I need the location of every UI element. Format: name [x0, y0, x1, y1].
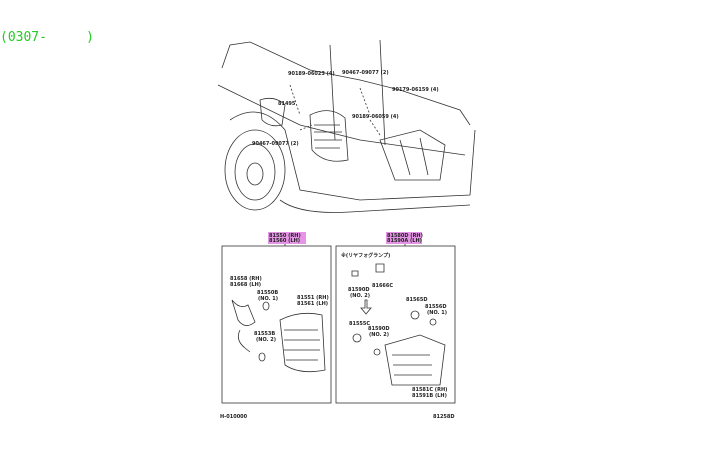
note-label: ※(リヤフォグランプ) [341, 253, 391, 259]
part-label[interactable]: 81591B (LH) [412, 393, 447, 399]
part-label[interactable]: 81590D [348, 287, 370, 293]
part-label[interactable]: (NO. 2) [369, 332, 390, 338]
part-label[interactable]: 81550B [257, 290, 279, 296]
part-label[interactable]: 81668 (LH) [230, 282, 262, 288]
part-label[interactable]: 90467-09077 (2) [342, 70, 389, 76]
part-label[interactable]: 90179-06159 (4) [392, 87, 439, 93]
part-label[interactable]: 81556D [425, 304, 447, 310]
part-label[interactable]: (NO. 1) [258, 296, 279, 302]
part-label[interactable]: 81553B [254, 331, 276, 337]
part-label[interactable]: 81561 (LH) [297, 301, 329, 307]
part-label[interactable]: (NO. 2) [350, 293, 371, 299]
part-label[interactable]: 81590D [368, 326, 390, 332]
part-label[interactable]: 81551 (RH) [297, 295, 329, 301]
assembly-label-lh[interactable]: 81560 (LH) [269, 238, 301, 244]
part-label[interactable]: 81495 [278, 101, 296, 107]
model-code: (0307- ) [0, 30, 94, 45]
assembly-label-rh[interactable]: 81580D (RH) [387, 233, 423, 239]
assembly-label-lh[interactable]: 81590A (LH) [387, 238, 422, 244]
part-label[interactable]: (NO. 1) [427, 310, 448, 316]
part-label[interactable]: 81555C [349, 321, 371, 327]
diagram-number: 81258D [433, 414, 455, 420]
diagram-id: H-010000 [220, 414, 248, 420]
part-label[interactable]: 90189-06059 (4) [352, 114, 399, 120]
part-label[interactable]: 90467-09077 (2) [252, 141, 299, 147]
part-label[interactable]: 90189-06023 (4) [288, 71, 335, 77]
part-label[interactable]: (NO. 2) [256, 337, 277, 343]
part-label[interactable]: 81565D [406, 297, 428, 303]
assembly-label-rh[interactable]: 81550 (RH) [269, 233, 301, 239]
part-label[interactable]: 81581C (RH) [412, 387, 448, 393]
part-label[interactable]: 81658 (RH) [230, 276, 262, 282]
part-label[interactable]: 81666C [372, 283, 394, 289]
